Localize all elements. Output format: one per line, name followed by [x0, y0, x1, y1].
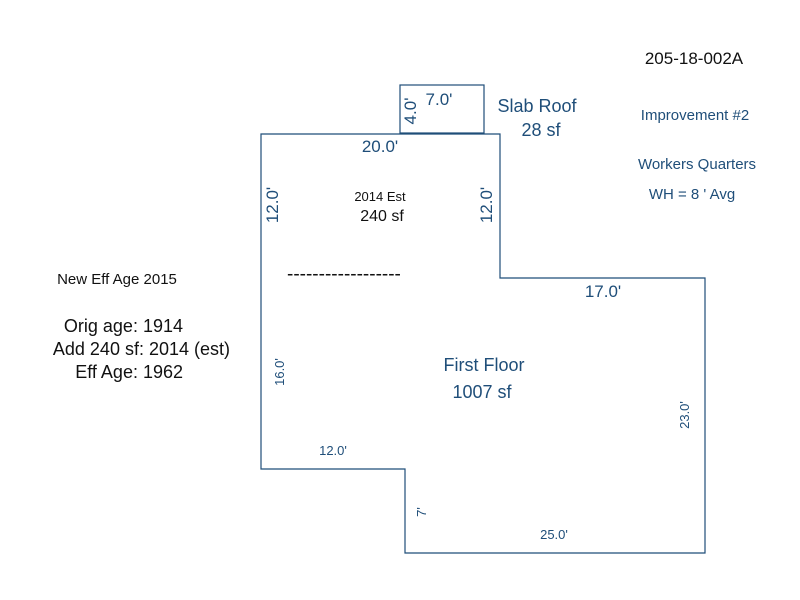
parcel-id: 205-18-002A [645, 49, 744, 68]
addition-right-side: 12.0' [477, 187, 496, 223]
building-use: Workers Quarters [638, 156, 756, 173]
slab-roof-label: Slab Roof [497, 96, 577, 116]
orig-age-note: Orig age: 1914 [64, 316, 183, 336]
wall-height: WH = 8 ' Avg [649, 186, 735, 203]
slab-roof-outline [399, 84, 485, 134]
first-floor-area: 1007 sf [452, 382, 512, 402]
dim-notch-vertical: 7' [414, 507, 429, 517]
dim-left-side: 16.0' [272, 358, 287, 386]
slab-roof-width: 7.0' [426, 90, 453, 109]
dim-notch-horizontal: 12.0' [319, 443, 347, 458]
addition-divider: ------------------ [287, 264, 401, 285]
slab-roof-depth: 4.0' [401, 98, 420, 125]
eff-age-note: Eff Age: 1962 [75, 362, 183, 382]
dim-upper-right: 17.0' [585, 282, 621, 301]
dim-right-side: 23.0' [677, 401, 692, 429]
first-floor-label: First Floor [444, 355, 525, 375]
addition-age-note: Add 240 sf: 2014 (est) [53, 339, 230, 359]
new-eff-age: New Eff Age 2015 [57, 271, 177, 288]
dim-bottom: 25.0' [540, 527, 568, 542]
addition-width: 20.0' [362, 137, 398, 156]
addition-left-side: 12.0' [263, 187, 282, 223]
slab-roof-area: 28 sf [521, 120, 561, 140]
first-floor-outline [260, 133, 706, 554]
addition-area: 240 sf [360, 208, 404, 225]
improvement-number: Improvement #2 [641, 107, 749, 124]
addition-label: 2014 Est [354, 189, 406, 204]
